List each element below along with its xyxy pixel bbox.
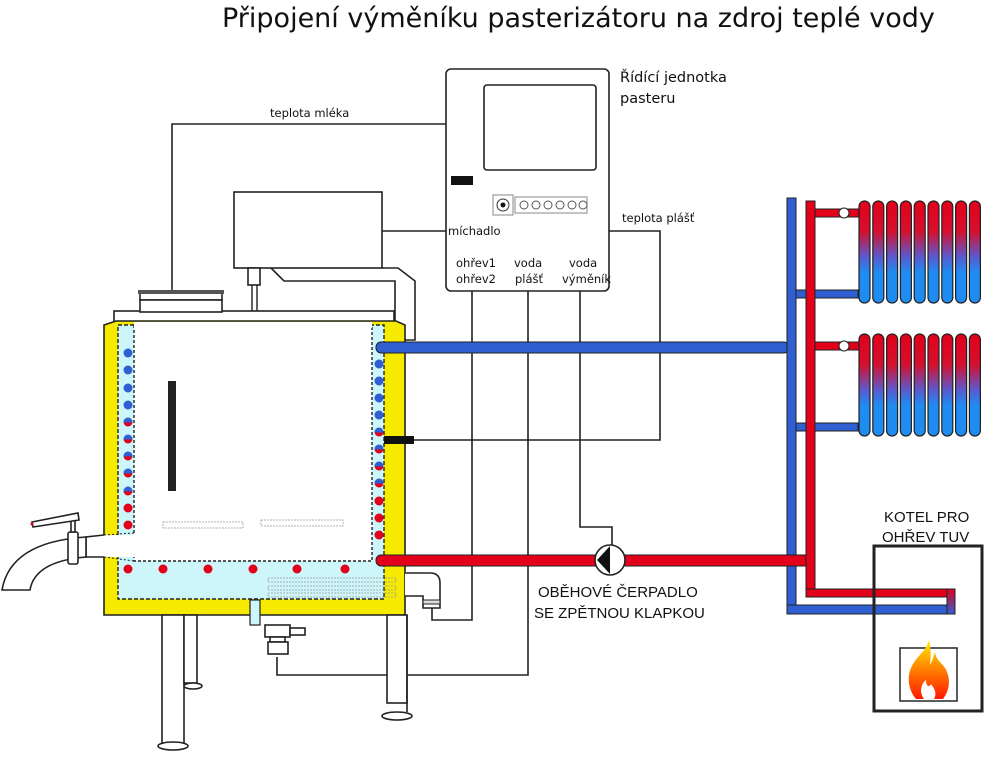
- port-label-water-jacket-2: plášť: [515, 272, 544, 286]
- control-button[interactable]: [531, 200, 541, 210]
- port-label-water-jacket-1: voda: [514, 256, 542, 270]
- drain-valve: [249, 599, 306, 655]
- flame-icon: [908, 640, 949, 699]
- cold-water-pipe: [375, 197, 956, 615]
- radiator-fin: [872, 200, 885, 304]
- pump-label-2: SE ZPĚTNOU KLAPKOU: [534, 605, 705, 622]
- radiator-fin: [954, 200, 968, 304]
- stirrer-motor-body: [233, 191, 383, 269]
- control-button[interactable]: [578, 200, 588, 210]
- radiator-valve-1[interactable]: [838, 207, 850, 219]
- radiator-fin: [899, 333, 913, 437]
- radiator-fin: [941, 333, 954, 437]
- control-unit: míchadlo ohřev1 ohřev2 voda plášť voda v…: [445, 68, 611, 292]
- radiator-fin: [858, 333, 871, 437]
- milk-temperature-label: teplota mléka: [270, 106, 349, 120]
- port-label-water-exchanger-2: výměník: [562, 272, 611, 286]
- port-label-water-exchanger-1: voda: [569, 256, 597, 270]
- hot-water-pipe: [375, 200, 956, 615]
- jacket-temperature-label: teplota plášť: [622, 211, 695, 225]
- control-unit-title-1: Řídící jednotka: [620, 69, 727, 86]
- radiator-2: [858, 333, 982, 437]
- radiator-fin: [927, 333, 940, 437]
- jacket-temperature-sensor: [384, 436, 414, 444]
- outlet-tap[interactable]: [1, 512, 105, 591]
- control-unit-display: [483, 84, 597, 171]
- boiler: [872, 544, 984, 713]
- radiator-fin: [885, 333, 899, 437]
- control-button[interactable]: [567, 200, 577, 210]
- wire-pump: [579, 291, 613, 545]
- pump-label-1: OBĚHOVÉ ČERPADLO: [538, 584, 698, 601]
- milk-temperature-sensor: [168, 381, 176, 491]
- circulation-pump: [594, 544, 626, 576]
- control-unit-switch: [451, 176, 473, 185]
- boiler-label-1: KOTEL PRO: [884, 509, 969, 526]
- pump-direction-icon: [597, 546, 610, 574]
- radiator-valve-2[interactable]: [838, 340, 850, 352]
- port-label-heating1: ohřev1: [456, 256, 496, 270]
- control-button[interactable]: [543, 200, 553, 210]
- diagram-title: Připojení výměníku pasterizátoru na zdro…: [222, 3, 935, 34]
- wire-jacket-temperature: [414, 230, 661, 441]
- wire-heating: [431, 291, 473, 621]
- radiator-fin: [885, 200, 899, 304]
- port-label-stirrer: míchadlo: [448, 224, 501, 238]
- jacket-water-dots-left: [123, 348, 133, 530]
- control-unit-buttons: [519, 200, 588, 210]
- radiator-fin: [941, 200, 954, 304]
- tank-lid: [113, 290, 395, 324]
- radiator-fin: [899, 200, 913, 304]
- control-unit-title-2: pasteru: [620, 91, 675, 107]
- jacket-water-dots-bottom: [123, 564, 350, 574]
- radiator-fin: [968, 200, 982, 304]
- radiator-fin: [968, 333, 982, 437]
- boiler-body: [872, 544, 984, 713]
- boiler-label-2: OHŘEV TUV: [882, 529, 969, 546]
- jacket-water-dots-right: [374, 359, 384, 540]
- control-button[interactable]: [519, 200, 529, 210]
- pasteurizer-tank: [103, 320, 414, 616]
- radiator-1: [858, 200, 982, 304]
- tank-legs: [157, 614, 413, 751]
- port-label-heating2: ohřev2: [456, 272, 496, 286]
- radiator-fin: [872, 333, 885, 437]
- exchanger-outlet: [405, 572, 441, 609]
- radiator-fin: [913, 200, 926, 304]
- control-button[interactable]: [555, 200, 565, 210]
- radiator-fin: [913, 333, 926, 437]
- radiator-fin: [954, 333, 968, 437]
- radiator-fin: [858, 200, 871, 304]
- radiator-fin: [927, 200, 940, 304]
